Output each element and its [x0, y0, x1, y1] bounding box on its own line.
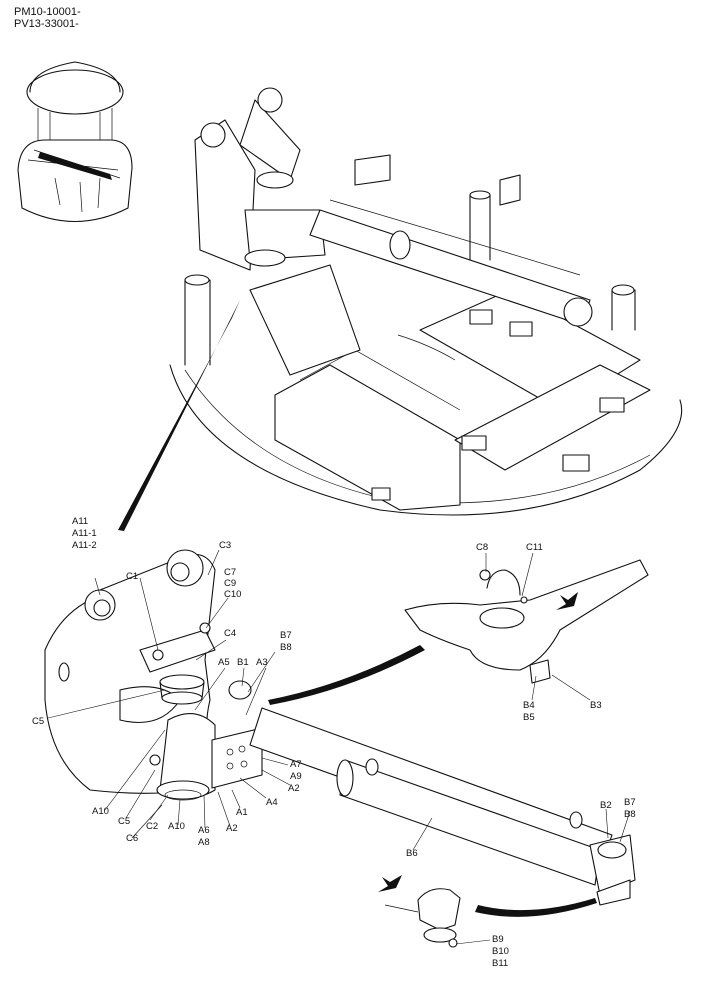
label-b3: B3 — [590, 700, 602, 711]
label-a5: A5 — [218, 657, 230, 668]
label-b4: B4 — [523, 700, 535, 711]
serial-range-2: PV13-33001- — [14, 18, 79, 30]
inset-seat-drawing — [17, 61, 133, 222]
label-b9: B9 — [492, 934, 504, 945]
label-c4: C4 — [224, 628, 237, 639]
label-c1: C1 — [126, 571, 139, 582]
serial-range-1: PM10-10001- — [14, 6, 81, 18]
label-c7: C7 — [224, 567, 237, 578]
direction-arrow-icon — [378, 875, 402, 892]
label-b8-top: B8 — [280, 642, 292, 653]
rod-end-upper-detail — [404, 559, 649, 684]
callout-wedge — [118, 300, 240, 531]
label-c10: C10 — [224, 589, 242, 600]
label-c8: C8 — [476, 542, 489, 553]
label-a6: A6 — [198, 825, 210, 836]
swing-bracket-top — [194, 87, 326, 271]
label-b6: B6 — [406, 848, 418, 859]
lower-cylinder — [249, 707, 636, 906]
label-c11: C11 — [526, 542, 543, 553]
label-a4: A4 — [266, 797, 278, 808]
lower-swivel-block — [149, 680, 263, 801]
label-a10-left: A10 — [92, 806, 109, 817]
callout-swoosh-upper — [268, 645, 425, 705]
label-c3: C3 — [219, 540, 232, 551]
label-a2-right: A2 — [288, 783, 300, 794]
label-b7-bottom: B7 — [624, 797, 636, 808]
label-b5: B5 — [523, 712, 535, 723]
label-a9: A9 — [290, 771, 302, 782]
label-a11: A11 — [72, 516, 89, 527]
label-b11: B11 — [492, 958, 509, 969]
leader-lines — [47, 549, 631, 945]
label-a7: A7 — [290, 759, 302, 770]
label-a2-bottom: A2 — [226, 823, 238, 834]
label-a3: A3 — [256, 657, 268, 668]
label-c9: C9 — [224, 578, 237, 589]
posts — [184, 154, 636, 366]
label-c2: C2 — [146, 821, 159, 832]
upper-cylinder — [309, 199, 593, 327]
swing-pin-plate — [139, 622, 216, 705]
label-a8: A8 — [198, 837, 210, 848]
label-a1: A1 — [236, 807, 248, 818]
label-b8-bottom: B8 — [624, 809, 636, 820]
label-a11-1: A11-1 — [72, 528, 97, 539]
label-a11-2: A11-2 — [72, 540, 97, 551]
label-c5-left: C5 — [32, 716, 45, 727]
label-b1: B1 — [237, 657, 249, 668]
label-a10-bottom: A10 — [168, 821, 185, 832]
frame-deck — [169, 264, 683, 516]
label-b10: B10 — [492, 946, 509, 957]
rod-end-lower-detail — [384, 888, 461, 948]
label-b7-top: B7 — [280, 630, 292, 641]
label-c6: C6 — [126, 833, 139, 844]
label-b2: B2 — [600, 800, 612, 811]
callout-swoosh-lower — [475, 898, 597, 917]
direction-arrow-icon — [556, 592, 578, 610]
label-c5-bottom: C5 — [118, 816, 131, 827]
